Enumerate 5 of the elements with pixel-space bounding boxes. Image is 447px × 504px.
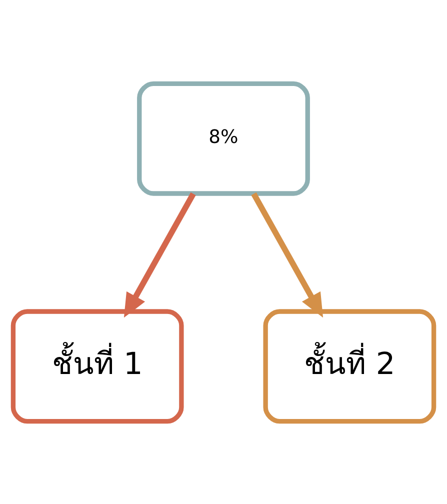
arrow — [124, 192, 196, 318]
node-box: ชั้นที่ 1 — [10, 308, 184, 424]
node-box: ชั้นที่ 2 — [263, 308, 436, 424]
arrow — [251, 192, 324, 318]
node-box: 8% — [137, 80, 310, 196]
